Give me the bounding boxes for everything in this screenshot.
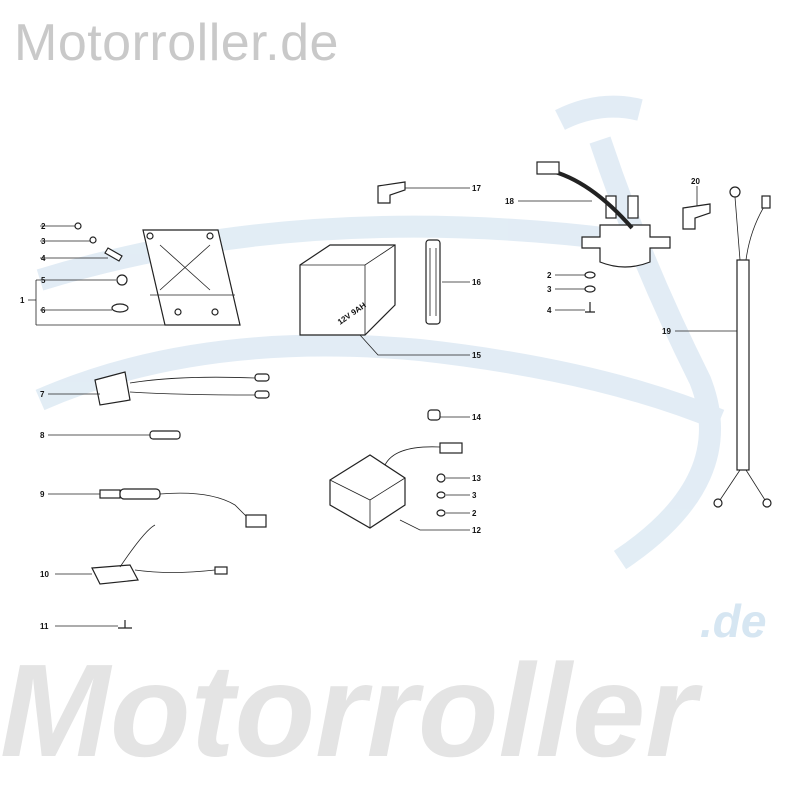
- callout-2-center: 2: [472, 509, 477, 518]
- callout-14: 14: [472, 413, 481, 422]
- part-sensor: [99, 488, 267, 528]
- part-starter-relay: [536, 161, 671, 268]
- part-nut: [74, 222, 82, 230]
- part-clip: [116, 274, 128, 286]
- watermark-bottom-suffix: .de: [700, 595, 767, 647]
- callout-12: 12: [472, 526, 481, 535]
- part-fuse-holder: [94, 371, 270, 406]
- callout-6: 6: [41, 306, 46, 315]
- callout-19: 19: [662, 327, 671, 336]
- callout-2-right: 2: [547, 271, 552, 280]
- callout-16: 16: [472, 278, 481, 287]
- callout-20: 20: [691, 177, 700, 186]
- callout-18: 18: [505, 197, 514, 206]
- callout-9: 9: [40, 490, 45, 499]
- part-bolt: [104, 247, 123, 262]
- callout-3: 3: [41, 237, 46, 246]
- part-clip-14: [427, 409, 441, 421]
- part-fuse: [149, 430, 181, 440]
- watermark-scooter-logo: [35, 95, 725, 570]
- callout-4: 4: [41, 254, 46, 263]
- callout-11: 11: [40, 622, 49, 631]
- part-voltage-regulator: [329, 442, 463, 529]
- callout-3-right: 3: [547, 285, 552, 294]
- part-knob: [111, 303, 129, 313]
- part-flasher-relay: [91, 524, 228, 585]
- callout-7: 7: [40, 390, 45, 399]
- callout-4-right: 4: [547, 306, 552, 315]
- part-connector-cap: [682, 203, 711, 230]
- watermark-bottom: Motorroller: [0, 637, 697, 784]
- callout-1: 1: [20, 296, 25, 305]
- callout-8: 8: [40, 431, 45, 440]
- callout-15: 15: [472, 351, 481, 360]
- callout-2: 2: [41, 222, 46, 231]
- part-terminal-cover: [377, 181, 406, 204]
- part-cable-harness: [713, 186, 772, 508]
- watermark-top: Motorroller.de: [14, 14, 339, 72]
- callout-13: 13: [472, 474, 481, 483]
- callout-17: 17: [472, 184, 481, 193]
- part-battery: 12V 9AH: [299, 244, 396, 336]
- callout-10: 10: [40, 570, 49, 579]
- callout-3-center: 3: [472, 491, 477, 500]
- part-battery-strap: [425, 239, 441, 325]
- callout-5: 5: [41, 276, 46, 285]
- part-screw: [118, 620, 132, 629]
- part-washer: [89, 236, 97, 244]
- part-battery-bracket: [142, 229, 241, 326]
